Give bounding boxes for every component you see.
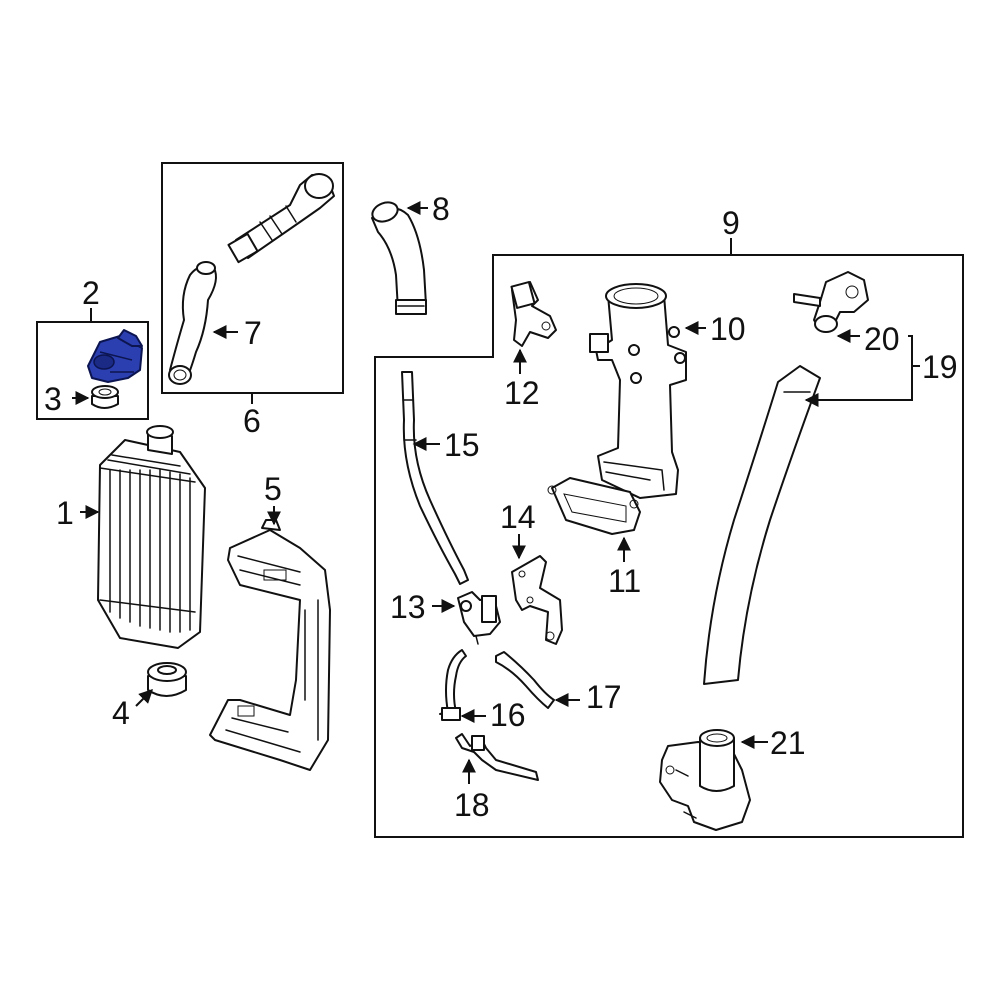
housing-part-21[interactable] (659, 729, 751, 831)
callout-2: 2 (82, 275, 100, 311)
hose-part-17[interactable] (495, 651, 555, 709)
group-box-9 (374, 254, 964, 838)
callout-11: 11 (608, 563, 641, 599)
callout-9: 9 (722, 205, 740, 241)
vacuum-line-part-15[interactable] (401, 371, 469, 585)
gasket-part-11[interactable] (547, 477, 641, 535)
group-box-2 (36, 321, 149, 420)
hose-part-19[interactable] (703, 365, 821, 685)
callout-6: 6 (243, 403, 261, 439)
callout-7: 7 (244, 315, 262, 351)
callout-19: 19 (922, 349, 958, 385)
callout-15: 15 (444, 427, 480, 463)
leader-lines (72, 201, 920, 784)
callout-1: 1 (56, 495, 74, 531)
callout-labels: 1 2 3 4 5 6 7 8 9 10 11 12 13 14 15 16 1… (44, 191, 958, 823)
callout-21: 21 (770, 725, 806, 761)
callout-3: 3 (44, 381, 62, 417)
callout-14: 14 (500, 499, 536, 535)
callout-10: 10 (710, 311, 746, 347)
grommet-part[interactable] (91, 385, 119, 409)
callout-16: 16 (490, 697, 526, 733)
air-guide-part[interactable] (209, 519, 331, 771)
bracket-part-highlighted[interactable] (87, 329, 143, 383)
hose-part-6[interactable] (227, 173, 335, 264)
mount-part[interactable] (147, 662, 187, 697)
intake-housing-part-10[interactable] (589, 283, 687, 499)
callout-4: 4 (112, 695, 130, 731)
elbow-hose-part-8[interactable] (370, 199, 427, 315)
pipe-part-18[interactable] (455, 733, 539, 781)
callout-17: 17 (586, 679, 622, 715)
intercooler-part[interactable] (97, 425, 206, 649)
callout-12: 12 (504, 375, 540, 411)
callout-18: 18 (454, 787, 490, 823)
callout-13: 13 (390, 589, 426, 625)
connector-part-20[interactable] (793, 271, 869, 333)
valve-part-13[interactable] (457, 591, 501, 645)
callout-8: 8 (432, 191, 450, 227)
callout-5: 5 (264, 471, 282, 507)
sensor-part-12[interactable] (510, 281, 557, 347)
bracket-part-14[interactable] (511, 555, 563, 645)
callout-20: 20 (864, 321, 900, 357)
hose-part-16[interactable] (439, 649, 467, 721)
hose-part-7[interactable] (168, 261, 217, 385)
